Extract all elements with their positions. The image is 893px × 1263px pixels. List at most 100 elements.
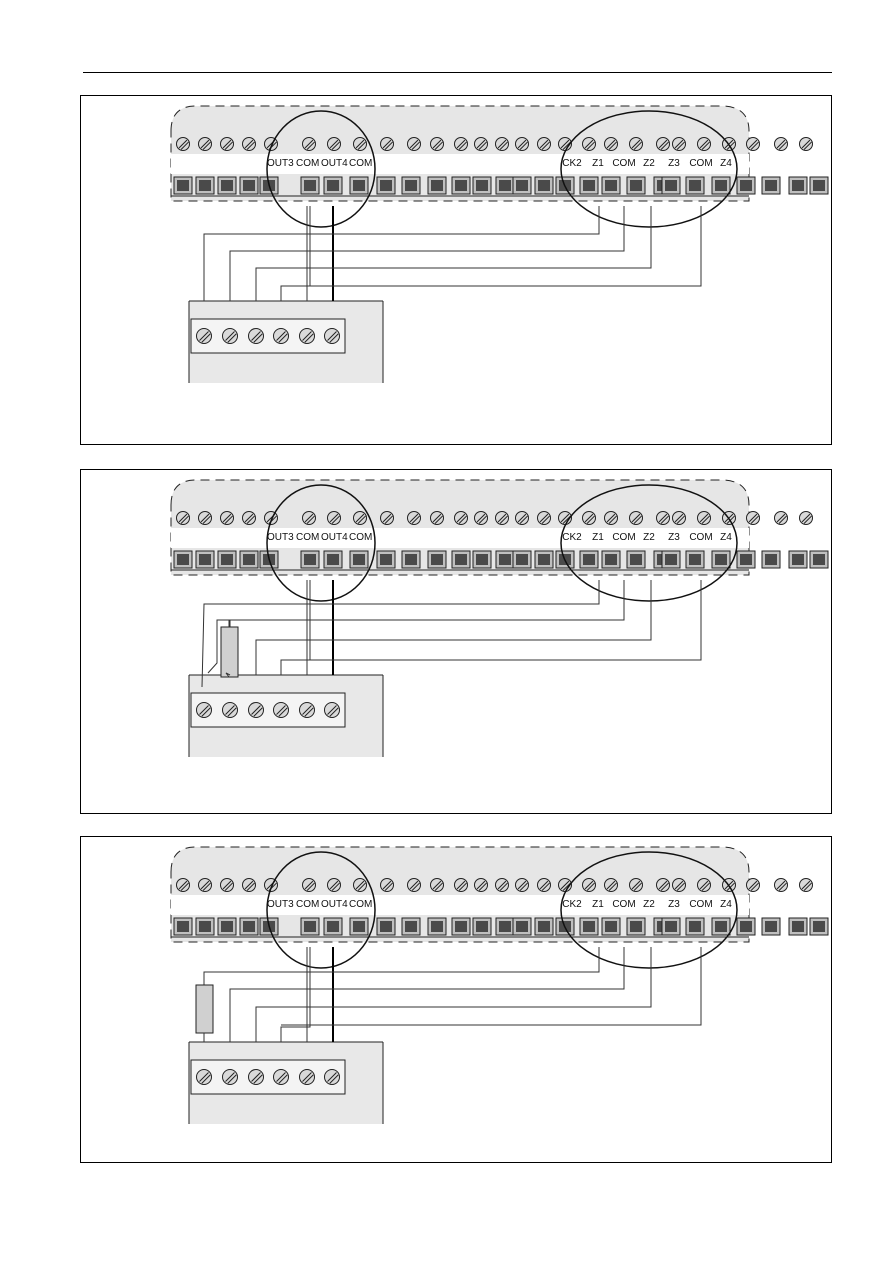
screw-terminal	[799, 878, 813, 892]
device-screw-terminal	[324, 1069, 340, 1085]
terminal-label-right: Z1	[592, 532, 604, 543]
wire-com-z3	[281, 206, 702, 287]
screw-terminal	[220, 137, 234, 151]
terminal-label-left: OUT4	[321, 158, 348, 169]
screw-terminal	[380, 137, 394, 151]
connector-pin	[243, 921, 255, 932]
terminal-label-right: CK2	[562, 532, 582, 543]
terminal-label-left: COM	[349, 532, 372, 543]
connector-pin	[689, 180, 701, 191]
connector-pin	[221, 554, 233, 565]
highlight-circle-outputs	[266, 110, 376, 228]
screw-terminal	[242, 137, 256, 151]
connector-pin	[327, 180, 339, 191]
wire-z1	[201, 580, 600, 688]
wire-z1	[203, 206, 600, 301]
wire-com-zone	[229, 580, 625, 675]
wire-out3	[280, 954, 311, 1042]
connector-pin	[740, 921, 752, 932]
terminal-label-right: Z1	[592, 899, 604, 910]
connector-pin	[740, 554, 752, 565]
connector-pin	[605, 554, 617, 565]
screw-terminal	[380, 511, 394, 525]
terminal-label-right: CK2	[562, 158, 582, 169]
highlight-circle-zones	[560, 851, 738, 969]
resistor	[195, 984, 214, 1034]
connector-pin	[353, 921, 365, 932]
screw-terminal	[582, 511, 596, 525]
label-band	[171, 895, 749, 915]
connector-pin	[353, 554, 365, 565]
screw-terminal	[353, 878, 367, 892]
screw-terminal	[454, 878, 468, 892]
terminal-label-right: Z2	[643, 899, 655, 910]
screw-terminal	[474, 511, 488, 525]
connector-pin	[792, 554, 804, 565]
device-screw-terminal	[196, 328, 212, 344]
screw-terminal	[629, 137, 643, 151]
screw-terminal	[302, 878, 316, 892]
screw-terminal	[176, 511, 190, 525]
connector-pin	[765, 180, 777, 191]
connector-pin	[665, 554, 677, 565]
wire-z2	[255, 580, 652, 675]
screw-terminal	[774, 137, 788, 151]
terminal-label-left: OUT4	[321, 899, 348, 910]
device-screw-terminal	[299, 702, 315, 718]
device-terminal-block	[190, 1059, 346, 1095]
connector-pin	[431, 180, 443, 191]
device-screw-terminal	[196, 702, 212, 718]
terminal-label-left: COM	[296, 899, 319, 910]
connector-pin	[792, 180, 804, 191]
connector-pin	[243, 554, 255, 565]
screw-terminal	[656, 878, 670, 892]
screw-terminal	[774, 878, 788, 892]
device-screw-terminal	[222, 328, 238, 344]
connector-pin	[304, 180, 316, 191]
connector-pin	[431, 921, 443, 932]
connector-pin	[177, 180, 189, 191]
device-screw-terminal	[273, 1069, 289, 1085]
device-screw-terminal	[248, 328, 264, 344]
connector-pin	[304, 921, 316, 932]
screw-terminal	[454, 137, 468, 151]
connector-pin	[221, 180, 233, 191]
screw-terminal	[327, 137, 341, 151]
screw-terminal	[220, 511, 234, 525]
terminal-label-left: OUT3	[267, 532, 294, 543]
screw-terminal	[407, 878, 421, 892]
screw-terminal	[656, 511, 670, 525]
screw-terminal	[515, 511, 529, 525]
connector-pin	[715, 554, 727, 565]
connector-pin	[765, 554, 777, 565]
terminal-label-right: COM	[689, 532, 712, 543]
connector-pin	[538, 921, 550, 932]
wire-z2	[255, 947, 652, 1042]
wire-com-zone	[229, 206, 625, 301]
screw-terminal	[302, 511, 316, 525]
screw-terminal	[495, 878, 509, 892]
terminal-label-right: Z4	[720, 158, 732, 169]
device-screw-terminal	[324, 328, 340, 344]
wire-com-zone	[229, 947, 625, 1042]
screw-terminal	[327, 878, 341, 892]
connector-pin	[605, 921, 617, 932]
screw-terminal	[697, 878, 711, 892]
connector-pin	[813, 921, 825, 932]
connector-pin	[455, 180, 467, 191]
connector-pin	[476, 921, 488, 932]
terminal-label-right: Z3	[668, 158, 680, 169]
screw-terminal	[672, 878, 686, 892]
connector-pin	[499, 180, 511, 191]
screw-terminal	[430, 878, 444, 892]
connector-pin	[499, 554, 511, 565]
terminal-label-right: COM	[612, 899, 635, 910]
screw-terminal	[474, 137, 488, 151]
device-screw-terminal	[299, 1069, 315, 1085]
connector-pin	[476, 554, 488, 565]
screw-terminal	[353, 511, 367, 525]
wire-z1	[203, 947, 600, 985]
connector-pin	[380, 921, 392, 932]
connector-pin	[405, 554, 417, 565]
